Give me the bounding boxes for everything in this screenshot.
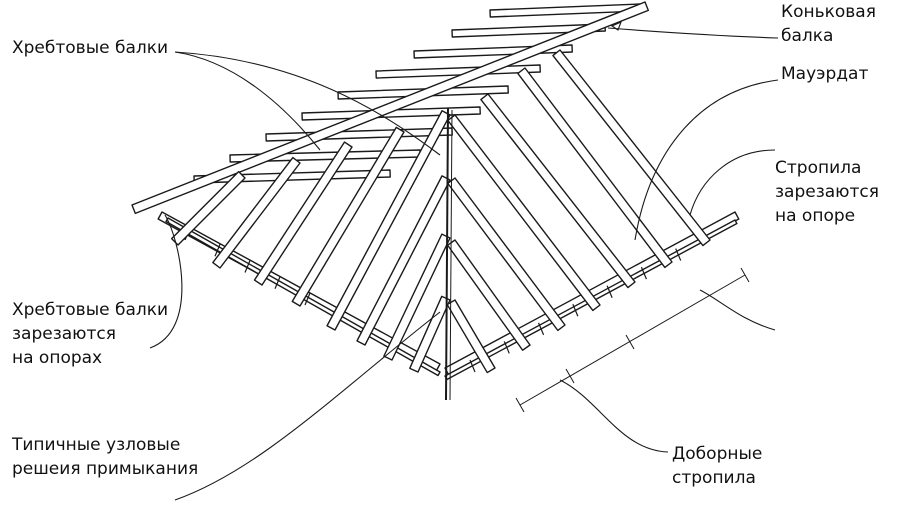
eave-bracket — [572, 304, 579, 317]
dimension-tick — [740, 267, 750, 283]
leader-lines — [149, 20, 779, 501]
dimension-tick — [565, 368, 575, 384]
hip-post — [445, 107, 449, 401]
eave-bracket — [675, 248, 682, 261]
eave-bracket — [244, 260, 251, 273]
eave-bracket — [606, 285, 613, 298]
upper-rafter — [301, 106, 481, 121]
rafters-cut-label-line-2: зарезаются — [775, 182, 879, 202]
dimension-tick — [515, 397, 525, 413]
wall-plate-label: Мауэрдат — [781, 62, 868, 86]
jack-rafters-label: Доборные стропила — [672, 442, 762, 490]
left-rafter — [383, 233, 451, 361]
jack-rafters-label-line-2: стропила — [672, 468, 756, 488]
hip-cut-label-line-2: зарезаются — [12, 324, 116, 344]
right-rafter — [552, 49, 711, 247]
left-rafter — [409, 295, 451, 373]
ridge-beam-plank — [131, 1, 650, 215]
left-rafter — [170, 170, 246, 246]
ridge-beam-label-line-1: Коньковая — [781, 2, 876, 22]
hip-cut-leader — [149, 214, 183, 349]
eave-bracket — [503, 341, 510, 354]
hip-leader-1 — [174, 51, 321, 151]
eave-bracket — [538, 322, 545, 336]
hip-beams — [445, 107, 453, 401]
right-rafter — [447, 177, 566, 332]
wall-plate-label-line-1: Мауэрдат — [781, 64, 869, 84]
jack-upper-leader — [699, 289, 776, 331]
hip-post-edge — [449, 109, 453, 401]
junction-label: Типичные узловые решеия примыкания — [12, 433, 198, 481]
right-rafter — [517, 67, 673, 269]
right-rafter — [446, 299, 496, 374]
left-rafters — [170, 110, 451, 373]
eave-bracket — [274, 276, 281, 289]
eave-bracket — [304, 292, 311, 306]
eave-bracket — [469, 359, 476, 373]
jack-rafters-label-line-1: Доборные — [672, 444, 763, 464]
left-rafter — [356, 175, 451, 346]
dimension-line — [519, 274, 746, 406]
junction-label-line-2: решеия примыкания — [12, 459, 199, 479]
upper-rafter — [451, 23, 606, 38]
right-rafters — [446, 49, 711, 374]
eave-bracket — [640, 266, 647, 280]
hip-cut-label-line-3: на опорах — [12, 348, 103, 368]
right-rafter — [446, 239, 531, 351]
left-rafter — [291, 126, 405, 307]
right-rafter — [480, 93, 636, 289]
ridge-beam-label: Коньковая балка — [781, 0, 876, 48]
ridge-arrow — [610, 20, 622, 31]
rafters-cut-leader — [689, 149, 776, 216]
rafters-cut-label-line-3: на опоре — [775, 206, 856, 226]
eave-bracket — [214, 244, 221, 257]
rafters-cut-label-line-1: Стропила — [775, 158, 862, 178]
ridge-leader — [607, 27, 779, 39]
right-rafter — [447, 114, 601, 312]
left-rafter — [212, 156, 301, 269]
junction-label-line-1: Типичные узловые — [12, 435, 181, 455]
hip-beams-label: Хребтовые балки — [12, 36, 168, 60]
jack-leader — [559, 379, 669, 453]
junction-leader — [174, 311, 441, 501]
dimension-tick — [625, 334, 635, 350]
hip-beams-label-line-1: Хребтовые балки — [12, 38, 169, 58]
ridge-beam — [131, 1, 650, 215]
ridge-beam-label-line-2: балка — [781, 26, 834, 46]
hip-leader-2 — [174, 51, 441, 156]
hip-cut-label: Хребтовые балки зарезаются на опорах — [12, 298, 168, 370]
left-rafter — [253, 141, 353, 286]
wall-plate-leader — [634, 79, 779, 241]
left-rafter — [326, 110, 451, 331]
rafters-cut-label: Стропила зарезаются на опоре — [775, 156, 879, 228]
upper-rafter — [265, 127, 453, 142]
hip-cut-label-line-1: Хребтовые балки — [12, 300, 169, 320]
